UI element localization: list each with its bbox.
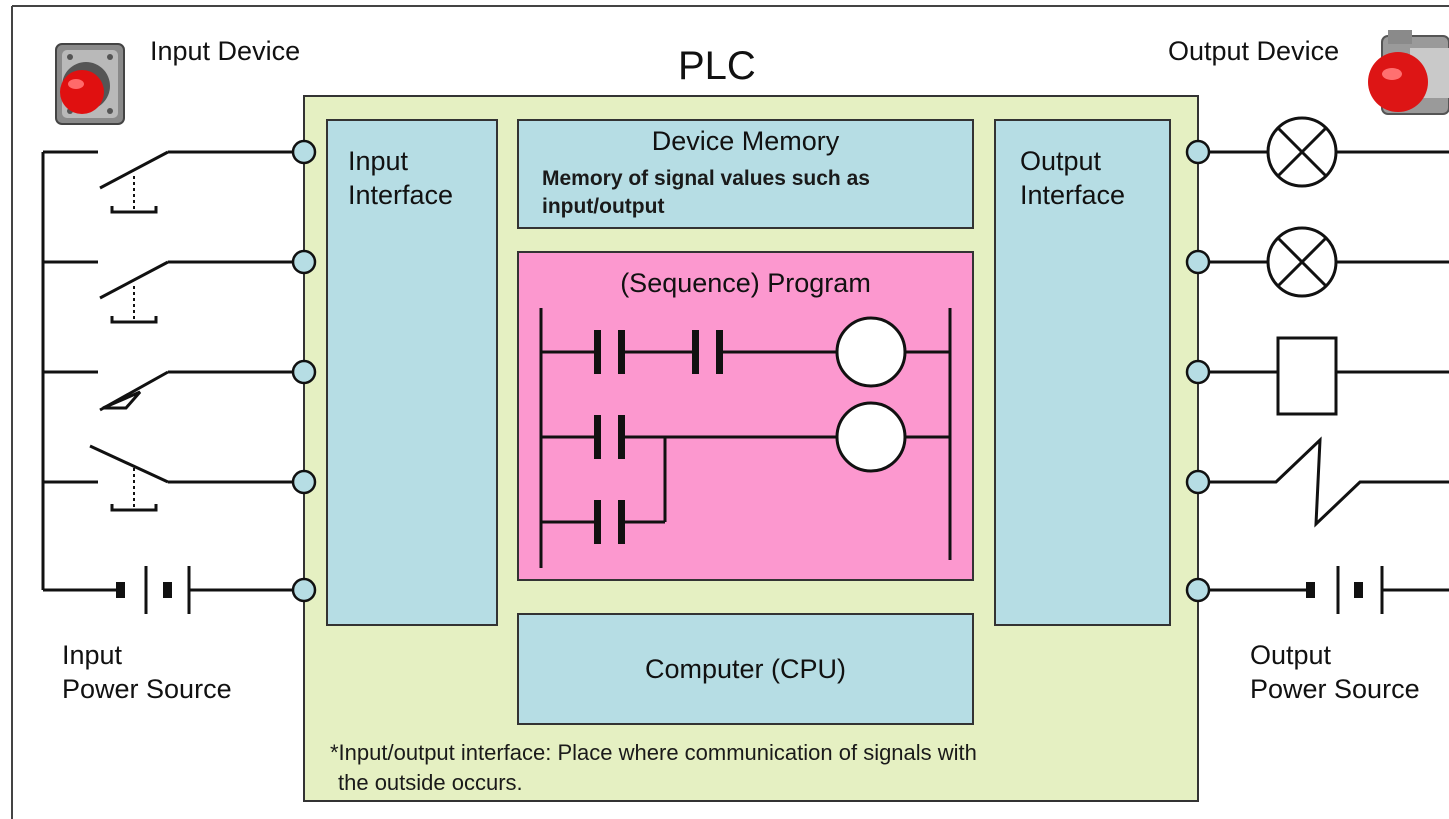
contact-3a xyxy=(594,415,601,459)
output-interface-panel xyxy=(994,119,1171,626)
output-power-label-1: Output xyxy=(1250,640,1332,670)
input-actuator-bases xyxy=(110,206,158,512)
device-memory-desc-1: Memory of signal values such as xyxy=(542,167,870,190)
contact-4b xyxy=(618,500,625,544)
contact-2a xyxy=(692,330,699,374)
program-panel xyxy=(517,251,974,581)
output-power-label-2: Power Source xyxy=(1250,674,1420,704)
input-terminal-5 xyxy=(291,577,317,603)
cpu-label: Computer (CPU) xyxy=(644,654,847,684)
program-title: (Sequence) Program xyxy=(620,268,871,298)
output-lamps xyxy=(1266,116,1338,298)
contact-1a xyxy=(594,330,601,374)
input-interface-label-1: Input xyxy=(348,146,409,176)
output-terminals xyxy=(1185,139,1211,603)
input-wiring xyxy=(41,150,293,614)
output-device-label: Output Device xyxy=(1168,36,1340,66)
input-terminal-1 xyxy=(291,139,317,165)
output-wiring xyxy=(1210,150,1449,614)
input-interface-panel xyxy=(326,119,498,626)
input-interface-label-2: Interface xyxy=(348,180,454,210)
output-terminal-2 xyxy=(1185,249,1211,275)
cpu-panel xyxy=(517,613,974,725)
output-interface-label-2: Interface xyxy=(1020,180,1126,210)
input-device-label: Input Device xyxy=(150,36,301,66)
output-pushbutton-icon xyxy=(1368,30,1449,115)
output-terminal-4 xyxy=(1185,469,1211,495)
input-pushbutton-icon xyxy=(55,43,125,125)
output-interface-label-1: Output xyxy=(1020,146,1102,176)
output-terminal-5 xyxy=(1185,577,1211,603)
input-terminals xyxy=(291,139,317,603)
device-memory-panel xyxy=(517,119,974,229)
output-battery-cells xyxy=(1306,582,1363,598)
lamp-crosses xyxy=(1276,126,1328,288)
footnote-line-1: *Input/output interface: Place where com… xyxy=(330,740,977,765)
ladder-diagram xyxy=(539,308,952,568)
ladder-contacts xyxy=(594,330,723,544)
relay-coil xyxy=(1276,336,1338,416)
input-terminal-4 xyxy=(291,469,317,495)
input-power-label-2: Power Source xyxy=(62,674,232,704)
device-memory-desc-2: input/output xyxy=(542,195,665,218)
output-terminal-3 xyxy=(1185,359,1211,385)
footnote-line-2: the outside occurs. xyxy=(338,770,523,795)
input-terminal-3 xyxy=(291,359,317,385)
input-battery-cells xyxy=(116,582,172,598)
contact-4a xyxy=(594,500,601,544)
contact-2b xyxy=(716,330,723,374)
contact-1b xyxy=(618,330,625,374)
plc-title: PLC xyxy=(678,44,756,88)
output-terminal-1 xyxy=(1185,139,1211,165)
input-power-label-1: Input xyxy=(62,640,123,670)
contact-3b xyxy=(618,415,625,459)
coil-2 xyxy=(835,401,907,473)
device-memory-title: Device Memory xyxy=(651,126,840,156)
coil-1 xyxy=(835,316,907,388)
input-terminal-2 xyxy=(291,249,317,275)
